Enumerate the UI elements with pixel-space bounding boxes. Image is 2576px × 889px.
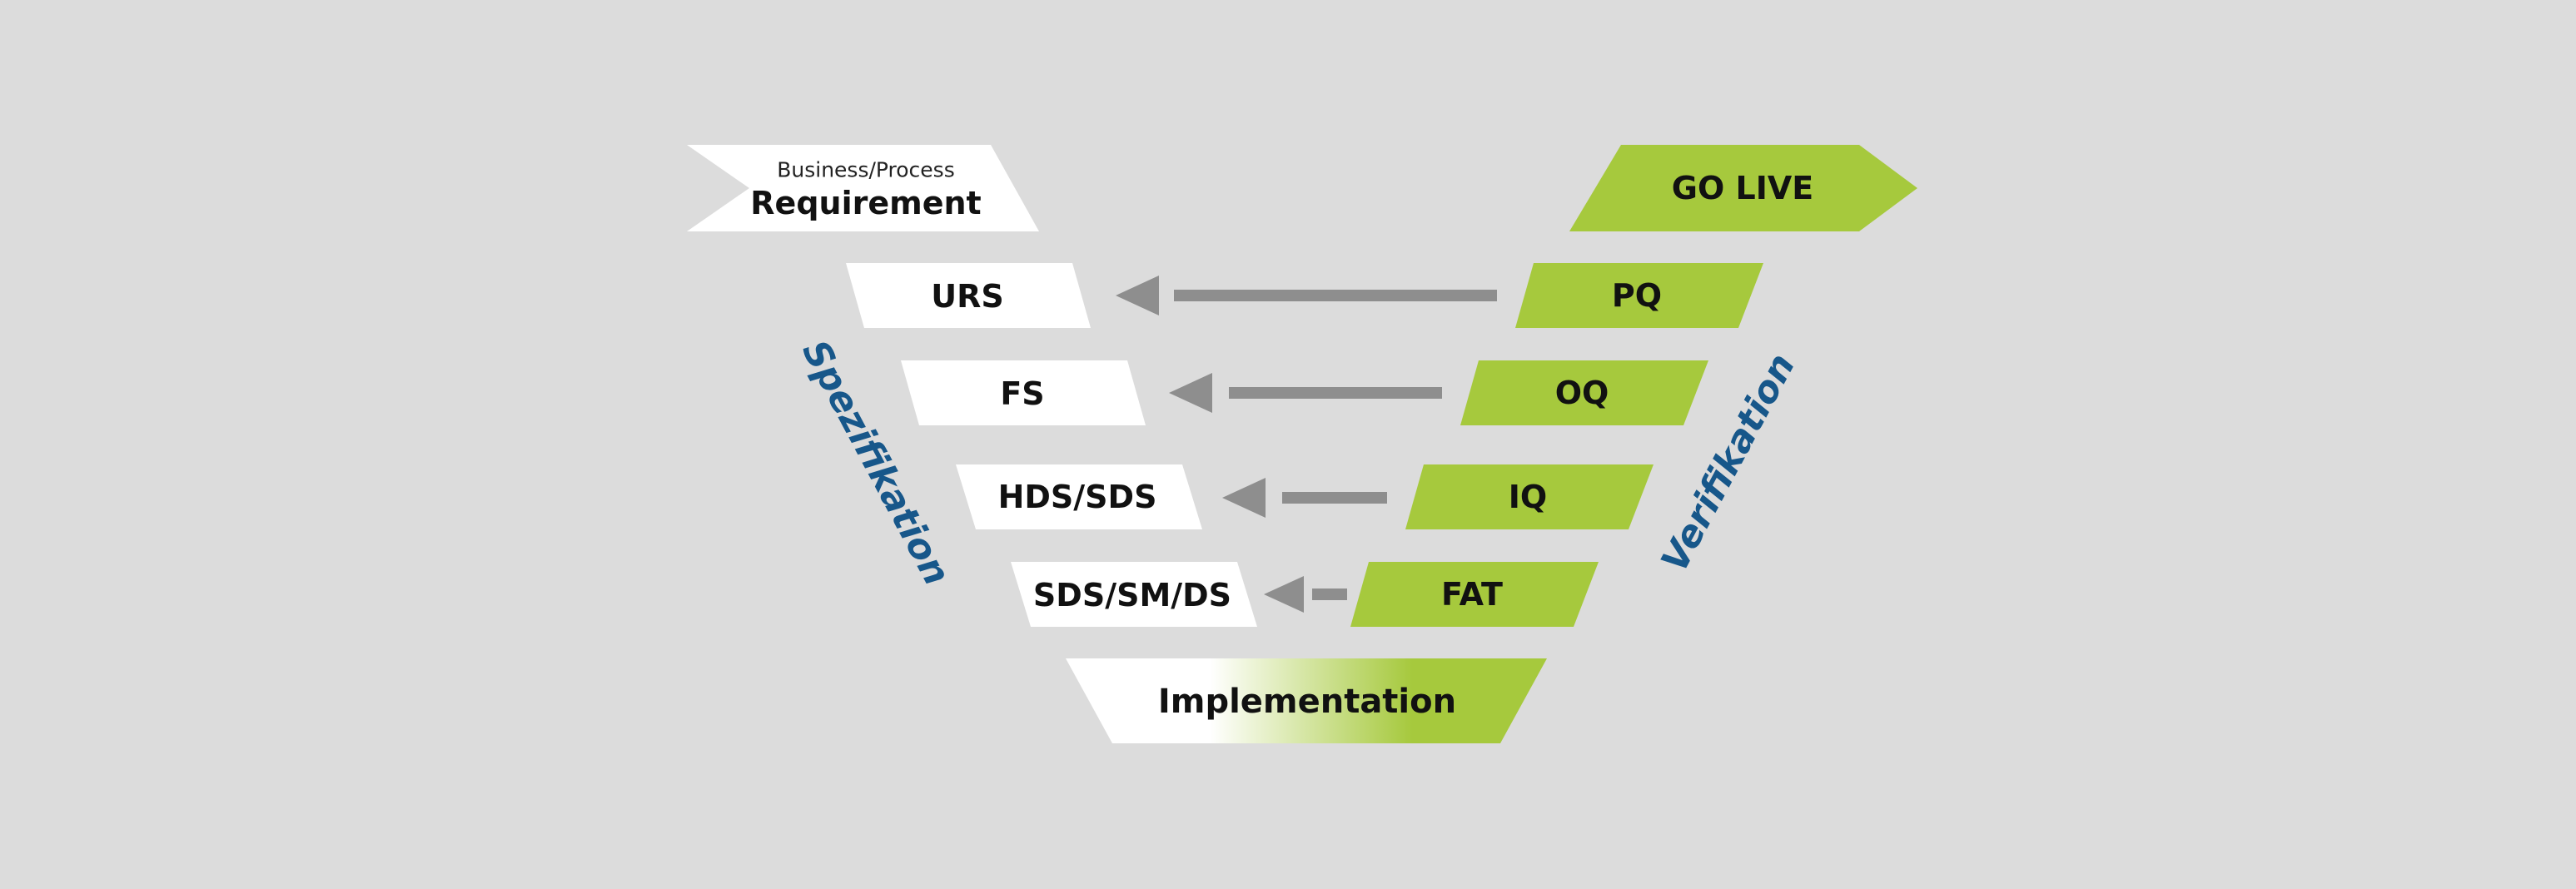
arrow-left-icon [1264, 576, 1347, 613]
verif-step-shape [1460, 360, 1708, 425]
spec-step-shape [1011, 562, 1257, 627]
spec-step-fs: FS [901, 360, 1146, 425]
spec-step-shape [846, 263, 1091, 328]
requirement-banner: Business/Process Requirement [687, 145, 1039, 231]
spec-step-label: URS [931, 278, 1004, 315]
requirement-shape [687, 145, 1039, 231]
verif-step-shape [1405, 464, 1654, 529]
arrow-left-icon [1116, 276, 1497, 315]
verif-step-oq: OQ [1460, 360, 1708, 425]
go-live-banner: GO LIVE [1569, 145, 1917, 231]
verif-step-iq: IQ [1405, 464, 1654, 529]
verif-step-fat: FAT [1350, 562, 1599, 627]
verif-step-shape [1350, 562, 1599, 627]
spec-step-label: HDS/SDS [998, 479, 1157, 515]
spec-step-shape [901, 360, 1146, 425]
verif-step-pq: PQ [1515, 263, 1763, 328]
implementation-label: Implementation [1158, 683, 1456, 721]
go-live-label: GO LIVE [1672, 170, 1813, 206]
verif-step-label: IQ [1509, 479, 1547, 515]
implementation-shape [1066, 658, 1547, 743]
spec-step-shape [956, 464, 1202, 529]
spec-step-hds-sds: HDS/SDS [956, 464, 1202, 529]
spec-step-label: FS [1000, 375, 1044, 412]
spec-step-sds-sm-ds: SDS/SM/DS [1011, 562, 1257, 627]
requirement-subtitle: Business/Process [777, 158, 955, 182]
verif-step-label: OQ [1555, 375, 1609, 411]
spec-step-label: SDS/SM/DS [1033, 577, 1231, 613]
spec-step-urs: URS [846, 263, 1091, 328]
verif-step-shape [1515, 263, 1763, 328]
requirement-title: Requirement [750, 185, 981, 221]
arrow-left-icon [1169, 373, 1442, 413]
arrow-left-icon [1222, 478, 1387, 518]
go-live-shape [1569, 145, 1917, 231]
verif-step-label: PQ [1612, 277, 1662, 314]
verif-step-label: FAT [1441, 576, 1503, 613]
implementation-bar: Implementation [1066, 658, 1547, 743]
